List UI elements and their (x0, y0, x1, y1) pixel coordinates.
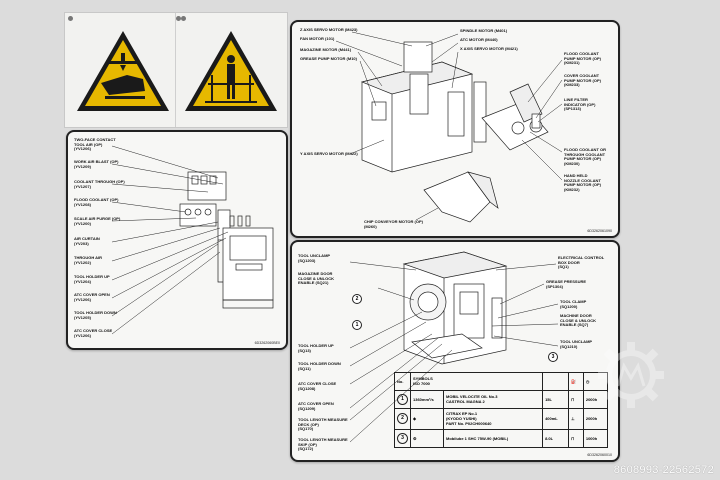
table-cell: 1000h (582, 429, 609, 448)
motor-label: FAN MOTOR (101) (300, 36, 335, 41)
table-cell: 1360mm²/s (410, 389, 444, 409)
sensor-label: ATC COVER OPEN (SQ1209) (298, 401, 334, 411)
part-number: 6D3262060010 (587, 453, 612, 457)
table-cell: 400mL (542, 407, 570, 431)
row-number: 3 (397, 433, 408, 445)
motor-label: COVER COOLANT PUMP MOTOR (OP) (KM233) (564, 73, 601, 88)
oil-change-icon: ⊓ (571, 436, 575, 442)
table-cell: ⚙ (410, 429, 444, 448)
sensor-label: ELECTRICAL CONTROL BOX DOOR (SQ1) (558, 255, 605, 270)
sensor-label: TOOL HOLDER DOWN (SQ11) (298, 361, 341, 371)
grease-icon: ◈ (413, 416, 417, 422)
air-label: AIR CURTAIN (YV203) (74, 236, 100, 246)
part-number: 6D3262061090 (587, 229, 612, 233)
table-cell: ◈ (410, 407, 444, 431)
air-label: COOLANT THROUGH (OP) (YV1207) (74, 179, 125, 189)
screw (181, 16, 186, 21)
table-header-cell (542, 372, 570, 391)
table-row: 1 1360mm²/s MOBIL VELOCITE OIL No.3 CAST… (394, 389, 609, 409)
air-valve-panel: TWO-FACE CONTACT TOOL AIR (OP) (YV1206) … (66, 130, 288, 350)
row-number: 1 (397, 393, 408, 405)
air-label: FLOOD COOLANT (OP) (YV1208) (74, 197, 119, 207)
person-caution-warning-icon (185, 31, 277, 111)
air-label: WORK AIR BLAST (OP) (YV1209) (74, 159, 119, 169)
warning-sticker-sheet (64, 12, 288, 128)
air-unit-diagram (111, 145, 274, 335)
sensor-label: TOOL HOLDER UP (SQ13) (298, 343, 334, 353)
sensor-label: TOOL UNCLAMP (SQ1203) (298, 253, 331, 263)
table-header-row: No. SYMBOLS ISO 7000 ⛽ ◷ (394, 372, 609, 391)
table-cell: 15L (542, 389, 570, 409)
machine-sensor-diagram (349, 251, 559, 443)
sensor-label: ATC COVER CLOSE (SQ1208) (298, 381, 337, 391)
motor-label: Z AXIS SERVO MOTOR (M423) (300, 27, 358, 32)
table-row: 2 ◈ CITRAX EP No.1 (KYODO YUSHI) PART No… (394, 407, 609, 431)
motor-label: GREASE PUMP MOTOR (M10) (300, 56, 357, 61)
table-cell: 2000h (582, 407, 609, 431)
air-label: TWO-FACE CONTACT TOOL AIR (OP) (YV1206) (74, 137, 116, 152)
table-row: 3 ⚙ Mobilube 1 SHC 75W-90 (MOBIL) 8.0L ⊓… (394, 429, 609, 448)
lubrication-table: No. SYMBOLS ISO 7000 ⛽ ◷ 1 1360mm²/s MOB… (394, 372, 609, 448)
motor-label: X AXIS SERVO MOTOR (M421) (460, 46, 518, 51)
oil-can-icon: ⛽ (571, 378, 577, 384)
screw (176, 16, 181, 21)
motor-label: SPINDLE MOTOR (M401) (460, 28, 508, 33)
table-cell: 8.0L (542, 429, 570, 448)
callout-3: 3 (548, 352, 558, 362)
grease-gun-icon: ⊥ (571, 416, 575, 422)
motor-label: FLOOD COOLANT PUMP MOTOR (OP) (KM231) (564, 51, 601, 66)
table-cell: ⊥ (568, 407, 584, 431)
table-cell: MOBIL VELOCITE OIL No.3 CASTROL MAGNA 2 (442, 389, 544, 409)
motor-panel: Z AXIS SERVO MOTOR (M423) FAN MOTOR (101… (290, 20, 620, 238)
motor-label: HAND HELD NOZZLE COOLANT PUMP MOTOR (OP)… (564, 173, 601, 192)
air-label: THROUGH AIR (YV1202) (74, 255, 103, 265)
motor-label: CHIP CONVEYOR MOTOR (OP) (M260) (364, 219, 423, 229)
clock-icon: ◷ (585, 378, 590, 384)
sensor-label: TOOL LENGTH MEASURE DECK (OP) (SQ170) (298, 417, 348, 432)
sensor-label: TOOL LENGTH MEASURE SKIP (OP) (SQ172) (298, 437, 348, 452)
gear-oil-icon: ⚙ (413, 436, 417, 442)
watermark-text: 8608993-22562572 (613, 464, 714, 476)
warning-triangles (77, 31, 277, 111)
sensor-label: TOOL CLAMP (SQ1200) (560, 299, 587, 309)
sensor-label: MACHINE DOOR CLOSE & UNLOCK ENABLE (SQ7) (560, 313, 596, 328)
table-cell: Mobilube 1 SHC 75W-90 (MOBIL) (442, 429, 544, 448)
table-header-cell: SYMBOLS ISO 7000 (409, 372, 544, 391)
motor-label: MAGAZINE MOTOR (M441) (300, 47, 352, 52)
air-label: SCALE AIR PURGE (OP) (YV1200) (74, 216, 121, 226)
motor-label: FLOOD COOLANT OR THROUGH COOLANT PUMP MO… (564, 147, 606, 166)
sensor-label: MAGAZINE DOOR CLOSE & UNLOCK ENABLE (SQ2… (298, 271, 334, 286)
table-cell: ⊓ (568, 389, 584, 409)
motor-label: LINE FILTER INDICATOR (OP) (SP1313) (564, 97, 596, 112)
motor-label: Y AXIS SERVO MOTOR (M422) (300, 151, 358, 156)
air-label: TOOL HOLDER UP (YV1204) (74, 274, 110, 284)
hand-crush-warning-icon (77, 31, 169, 111)
table-cell: CITRAX EP No.1 (KYODO YUSHI) PART No. P0… (442, 407, 544, 431)
oil-level-icon: ⊓ (571, 396, 575, 402)
sensor-label: TOOL UNCLAMP (SQ1210) (560, 339, 593, 349)
table-header-cell: ⛽ (568, 372, 584, 391)
part-number: 6D3262060BE0 (254, 341, 280, 345)
motor-label: ATC MOTOR (M440) (460, 37, 498, 42)
screw (68, 16, 73, 21)
table-header-cell: No. (394, 372, 411, 391)
air-label: TOOL HOLDER DOWN (YV1205) (74, 310, 117, 320)
sticker-divider (175, 13, 176, 127)
air-label: ATC COVER OPEN (YV1206) (74, 292, 110, 302)
sensor-label: GREASE PRESSURE (SP1304) (546, 279, 587, 289)
table-cell: ⊓ (568, 429, 584, 448)
row-number: 2 (397, 413, 408, 425)
watermark-gear-icon (598, 342, 664, 408)
callout-2: 2 (352, 294, 362, 304)
callout-1: 1 (352, 320, 362, 330)
air-label: ATC COVER CLOSE (YV1206) (74, 328, 113, 338)
machine-motor-diagram (335, 31, 563, 223)
